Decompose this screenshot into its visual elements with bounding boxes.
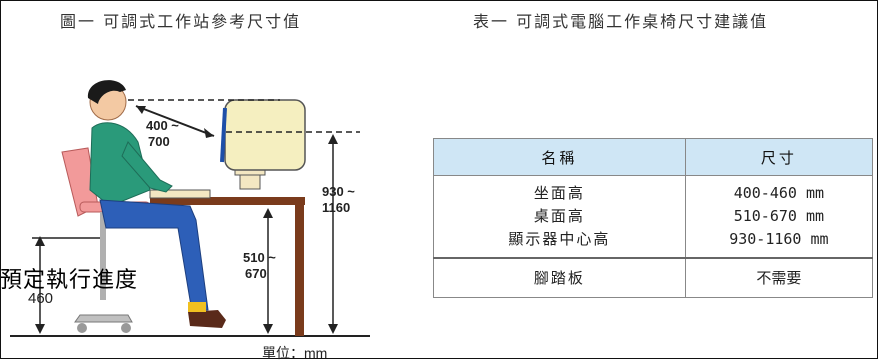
hair	[87, 80, 126, 104]
legs	[99, 199, 209, 313]
shoe	[188, 310, 226, 328]
table-caption: 表一 可調式電腦工作桌椅尺寸建議值	[473, 12, 769, 31]
workstation-illustration: 400 ~ 700 930 ~ 1160 510 ~ 670	[10, 80, 370, 337]
figure-caption: 圖一 可調式工作站參考尺寸值	[60, 12, 302, 31]
desk-leg	[295, 205, 304, 336]
header-size: 尺寸	[684, 138, 874, 176]
eye-distance-label-top: 400 ~	[146, 118, 179, 133]
desk-height-label-bottom: 670	[245, 266, 267, 281]
row-name: 桌面高	[533, 207, 585, 225]
seat-height-label-bottom: 460	[28, 290, 54, 307]
row-name: 腳踏板	[433, 257, 686, 298]
torso	[89, 122, 151, 207]
chair-post	[100, 212, 106, 300]
desk-height-label-top: 510 ~	[243, 250, 276, 265]
overlay-text: 預定執行進度	[0, 268, 139, 293]
row-name: 顯示器中心高	[508, 230, 611, 248]
row-size: 510-670 mm	[733, 207, 825, 225]
header-name: 名稱	[433, 138, 686, 176]
row-size: 930-1160 mm	[729, 230, 829, 248]
table-row: 坐面高 桌面高 顯示器中心高 400-460 mm 510-670 mm 930…	[433, 175, 874, 259]
spec-table: 名稱 尺寸 坐面高 桌面高 顯示器中心高 400-460 mm 510-670 …	[433, 138, 874, 298]
row-size: 400-460 mm	[733, 184, 825, 202]
desk-top	[150, 197, 305, 205]
table-header-row: 名稱 尺寸	[433, 138, 874, 176]
row-size: 不需要	[684, 257, 874, 298]
monitor-screen	[220, 107, 227, 163]
row-name: 坐面高	[533, 184, 585, 202]
monitor-height-label-top: 930 ~	[322, 184, 355, 199]
unit-label: 單位：mm	[262, 345, 328, 361]
eye-distance-label-bottom: 700	[148, 134, 170, 149]
keyboard	[149, 189, 211, 199]
monitor	[224, 99, 306, 171]
table-row: 腳踏板 不需要	[433, 257, 874, 298]
monitor-height-label-bottom: 1160	[322, 200, 350, 215]
